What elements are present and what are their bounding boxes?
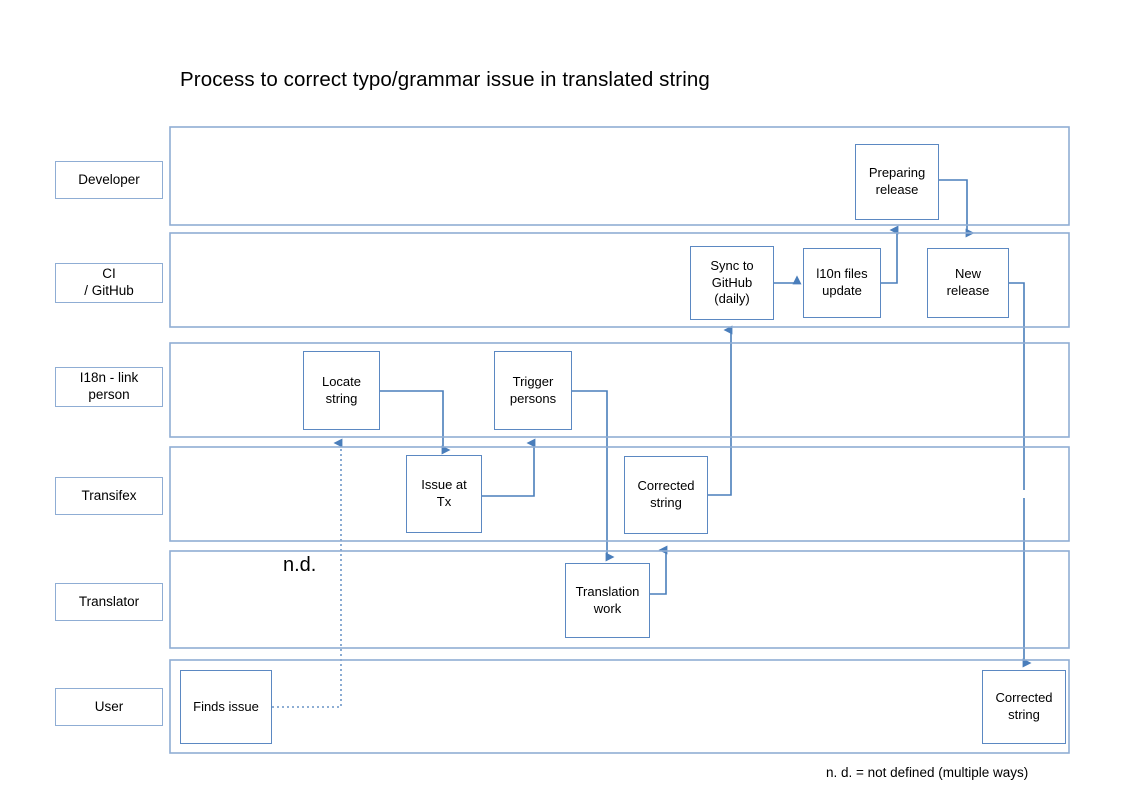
- node-label: Tx: [436, 494, 452, 509]
- node-issue-at-tx[interactable]: Issue at Tx: [406, 455, 482, 533]
- node-corrected-string-user[interactable]: Corrected string: [982, 670, 1066, 744]
- node-label: update: [822, 283, 862, 298]
- node-label: release: [946, 283, 990, 298]
- lane-label-text: / GitHub: [84, 283, 134, 298]
- connector-locate-string-to-issue-at-tx: [380, 390, 451, 455]
- node-label: Trigger: [512, 373, 554, 389]
- connector-l10n-files-update-to-preparing-release: [881, 225, 899, 284]
- diagram-title: Process to correct typo/grammar issue in…: [180, 68, 710, 91]
- node-label: string: [1008, 707, 1040, 722]
- node-new-release[interactable]: New release: [927, 248, 1009, 318]
- lane-user: [169, 659, 1070, 754]
- node-label: string: [325, 390, 358, 406]
- footnote-legend: n. d. = not defined (multiple ways): [826, 765, 1029, 780]
- node-label: Corrected: [637, 478, 695, 494]
- node-label: work: [593, 600, 622, 616]
- node-label: l10n files: [816, 266, 868, 282]
- connector-corrected-string-to-sync-to-github: [708, 325, 733, 496]
- lane-label-transifex: Transifex: [55, 477, 163, 515]
- lane-label-text: User: [94, 698, 124, 714]
- node-finds-issue[interactable]: Finds issue: [180, 670, 272, 744]
- node-label: Issue at: [421, 477, 467, 493]
- node-locate-string[interactable]: Locate string: [303, 351, 380, 430]
- connector-preparing-release-to-new-release: [939, 179, 975, 238]
- lane-i18n-link-person: [169, 342, 1070, 438]
- node-label: release: [875, 182, 919, 197]
- lane-label-text: I18n - link: [79, 370, 139, 386]
- lane-label-translator: Translator: [55, 583, 163, 621]
- connector-trigger-persons-to-translation-work: [572, 390, 615, 562]
- node-label: Preparing: [868, 165, 926, 181]
- connector-translation-work-to-corrected-string: [650, 545, 668, 595]
- node-sync-to-github[interactable]: Sync to GitHub (daily): [690, 246, 774, 320]
- lane-transifex: [169, 446, 1070, 542]
- node-label: New: [954, 266, 981, 282]
- lane-label-text: Translator: [78, 593, 140, 609]
- node-corrected-string-transifex[interactable]: Corrected string: [624, 456, 708, 534]
- lane-label-text: person: [88, 387, 130, 402]
- node-preparing-release[interactable]: Preparing release: [855, 144, 939, 220]
- not-defined-marker: n.d.: [283, 554, 317, 576]
- lane-label-user: User: [55, 688, 163, 726]
- lane-label-text: Developer: [78, 171, 140, 187]
- node-label: Locate: [321, 373, 362, 389]
- lane-translator: [169, 550, 1070, 649]
- node-label: GitHub: [711, 274, 753, 290]
- lane-label-text: Transifex: [81, 487, 137, 503]
- node-translation-work[interactable]: Translation work: [565, 563, 650, 638]
- lane-label-text: CI: [102, 266, 116, 282]
- connector-finds-issue-to-locate-string: [272, 438, 343, 708]
- lane-label-ci-github: CI / GitHub: [55, 263, 163, 303]
- node-label: Finds issue: [193, 698, 259, 714]
- lane-label-i18n-link-person: I18n - link person: [55, 367, 163, 407]
- node-label: persons: [509, 390, 557, 406]
- node-label: (daily): [714, 291, 750, 307]
- node-l10n-files-update[interactable]: l10n files update: [803, 248, 881, 318]
- node-label: Corrected: [995, 690, 1053, 706]
- node-label: Translation: [575, 583, 640, 599]
- node-label: string: [650, 495, 682, 510]
- connector-new-release-to-corrected-string-user: [1009, 282, 1025, 490]
- lane-label-developer: Developer: [55, 161, 163, 199]
- node-label: Sync to: [710, 258, 754, 274]
- node-trigger-persons[interactable]: Trigger persons: [494, 351, 572, 430]
- lane-ci-github: [169, 232, 1070, 328]
- connector-issue-at-tx-to-trigger-persons: [482, 438, 536, 497]
- lane-developer: [169, 126, 1070, 226]
